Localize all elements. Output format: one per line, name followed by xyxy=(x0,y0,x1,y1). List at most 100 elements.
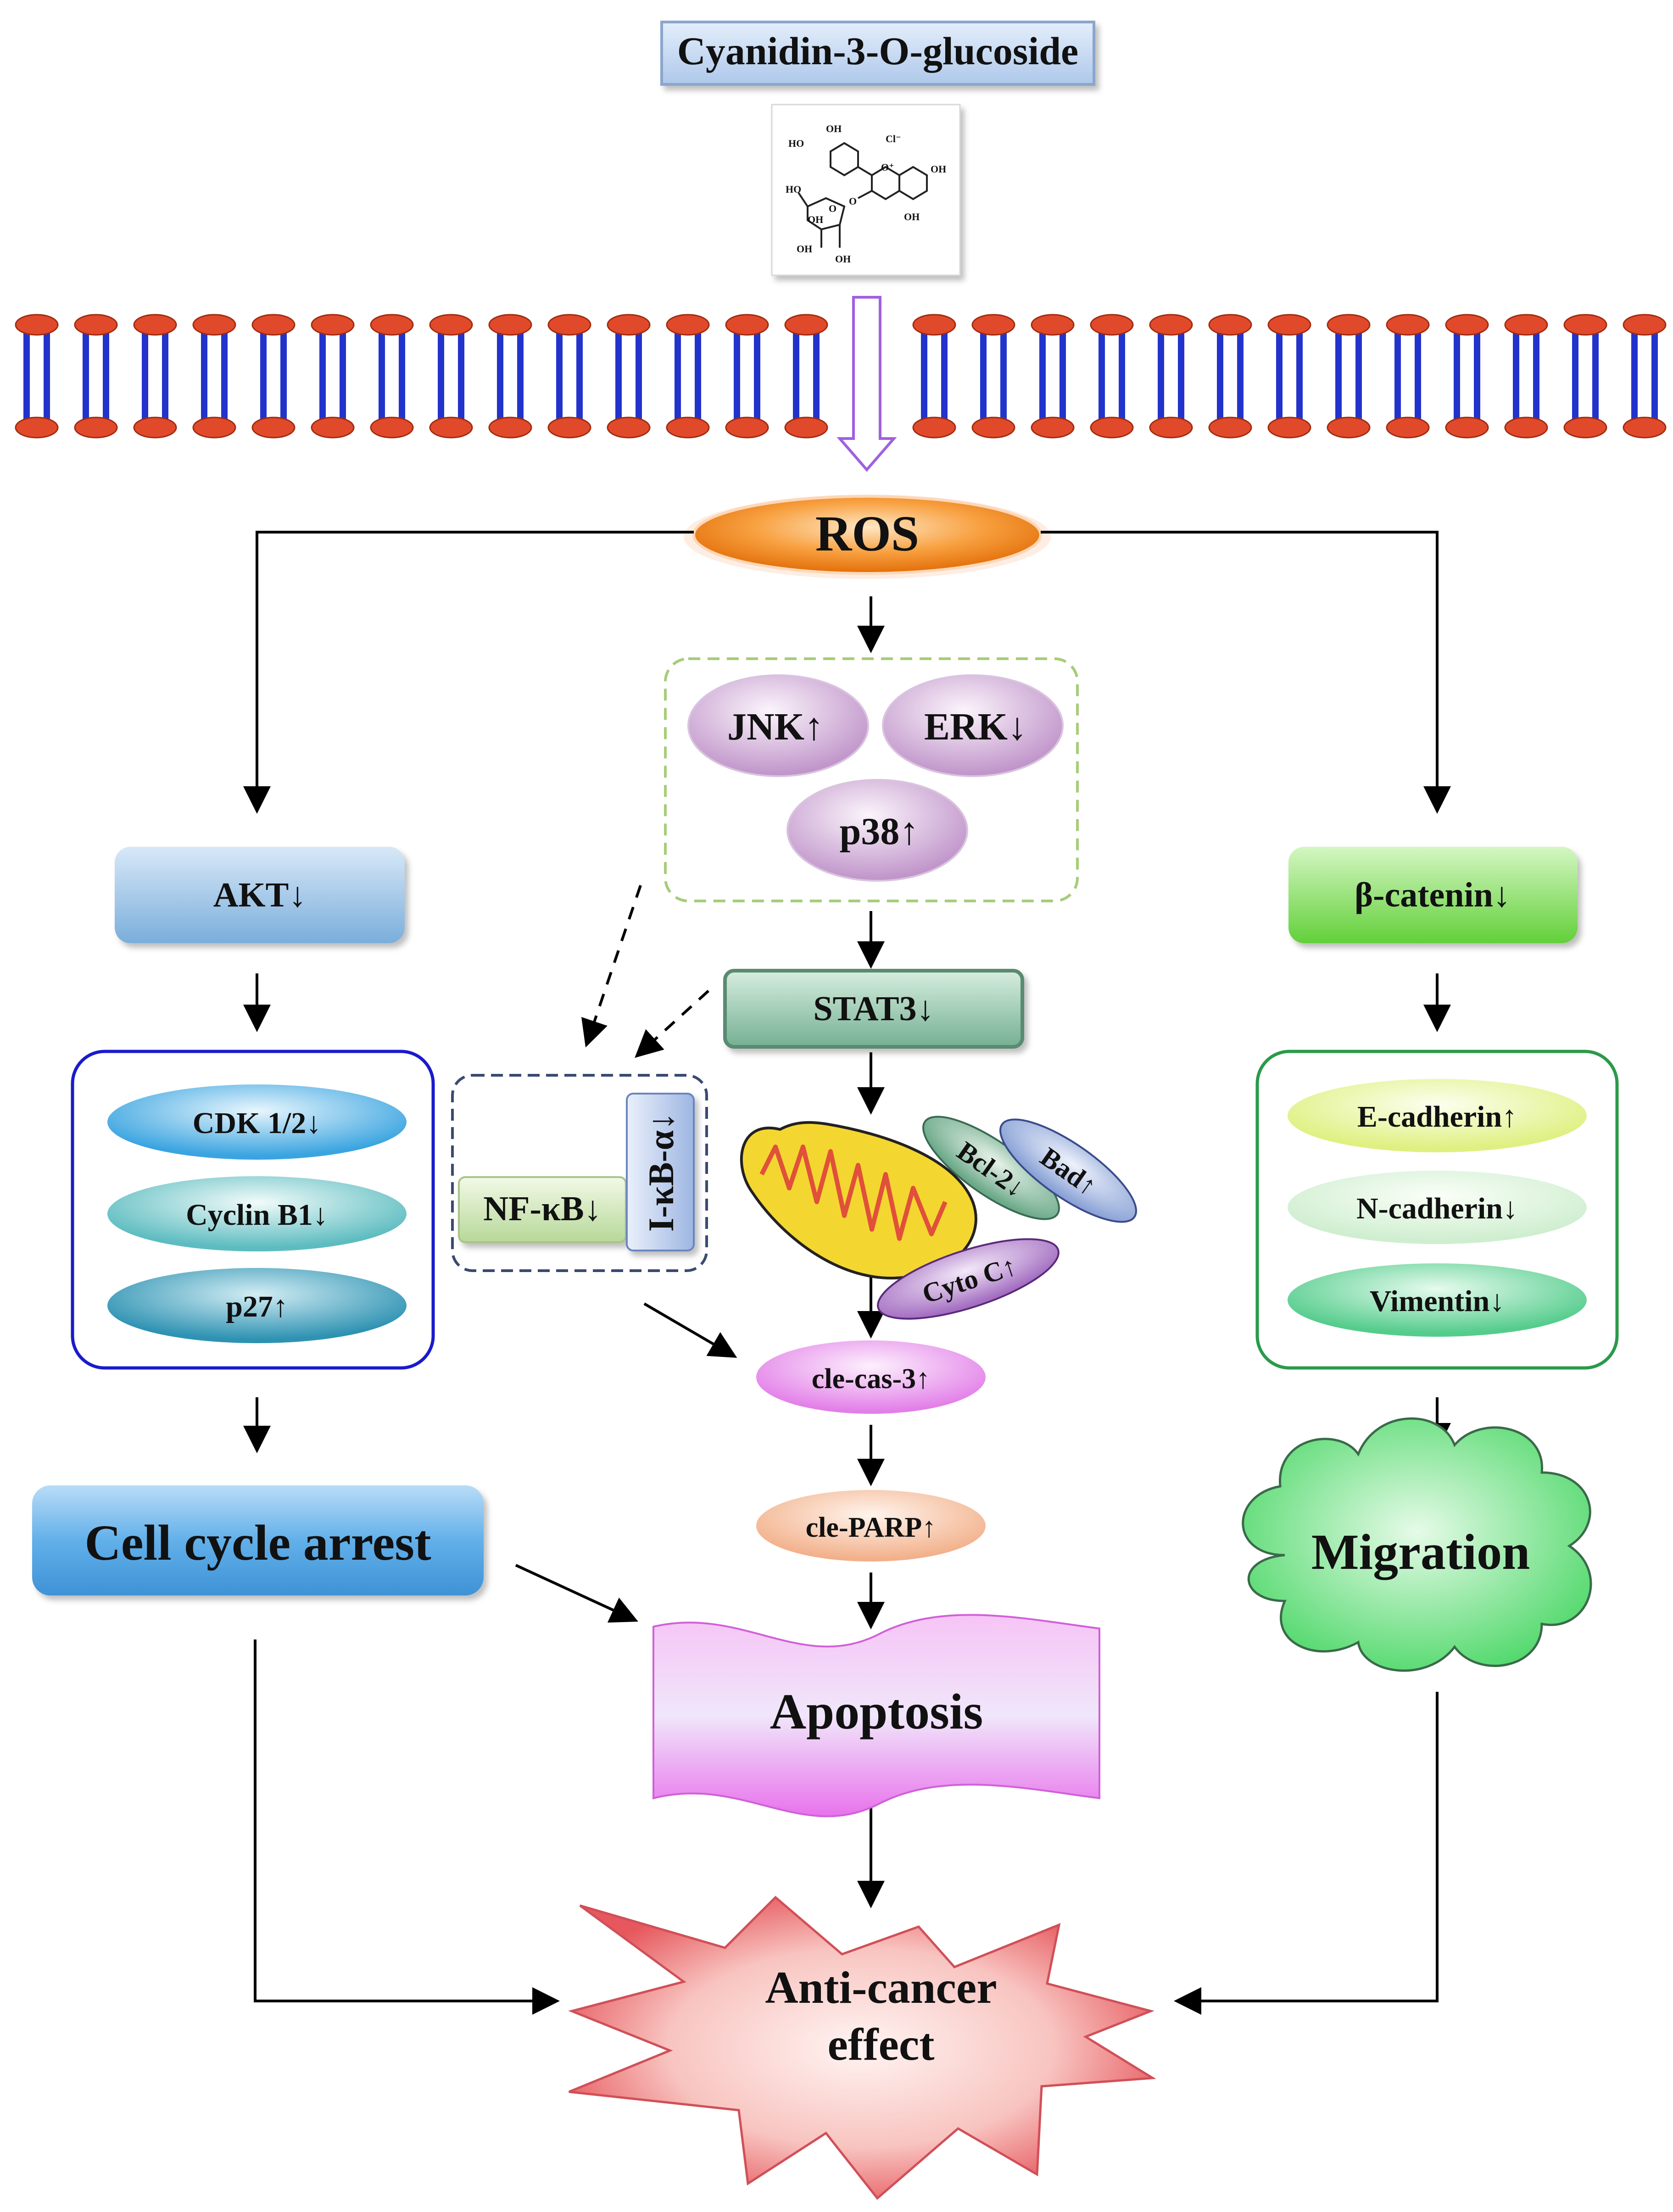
structure-label: O⁺ xyxy=(881,161,894,173)
p38-label: p38 xyxy=(840,810,900,853)
lipid-head xyxy=(666,314,710,336)
lipid-head xyxy=(1386,314,1430,336)
cell-cycle-arrest-node: Cell cycle arrest xyxy=(32,1485,484,1595)
up-arrow-icon: ↑ xyxy=(922,1512,936,1543)
svg-text:CDK 1/2↓: CDK 1/2↓ xyxy=(193,1106,322,1140)
anti-cancer-label-line1: Anti-cancer xyxy=(765,1962,997,2013)
lipid-head xyxy=(311,417,355,439)
lipid-head xyxy=(1090,417,1134,439)
svg-text:E-cadherin↑: E-cadherin↑ xyxy=(1357,1100,1517,1134)
jnk-node: JNK↑ xyxy=(687,674,869,777)
lipid-head xyxy=(1267,314,1311,336)
lipid-molecule xyxy=(311,314,355,439)
lipid-head xyxy=(251,314,296,336)
lipid-head xyxy=(370,417,414,439)
cdk-label: CDK 1/2 xyxy=(193,1106,307,1140)
migration-label: Migration xyxy=(1311,1524,1530,1580)
lipid-head xyxy=(1563,314,1607,336)
up-arrow-icon: ↑ xyxy=(916,1363,930,1395)
nfkb-group: NF-κB↓ I-κB-α↓ xyxy=(451,1074,708,1272)
lipid-head xyxy=(488,417,532,439)
stat3-label: STAT3 xyxy=(813,989,916,1028)
lipid-head xyxy=(1504,314,1548,336)
lipid-molecule xyxy=(1623,314,1667,439)
up-arrow-icon: ↑ xyxy=(1502,1100,1517,1134)
lipid-molecule xyxy=(1208,314,1252,439)
down-arrow-icon: ↓ xyxy=(1503,1192,1518,1225)
lipid-molecule xyxy=(547,314,591,439)
lipid-molecule xyxy=(971,314,1015,439)
mitochondrion-icon xyxy=(740,1121,977,1280)
lipid-head xyxy=(1208,314,1252,336)
structure-label: O xyxy=(849,195,857,207)
lipid-head xyxy=(547,417,591,439)
p27-label: p27 xyxy=(226,1290,273,1323)
apoptosis-node: Apoptosis xyxy=(652,1614,1100,1817)
lipid-head xyxy=(1327,314,1371,336)
ros-node: ROS xyxy=(684,495,1051,579)
lipid-head xyxy=(429,417,473,439)
lipid-head xyxy=(725,314,769,336)
structure-label: OH xyxy=(904,211,920,222)
up-arrow-icon: ↑ xyxy=(899,810,919,853)
down-arrow-icon: ↓ xyxy=(1493,876,1511,914)
lipid-head xyxy=(1208,417,1252,439)
lipid-head xyxy=(488,314,532,336)
svg-text:AKT↓: AKT↓ xyxy=(213,876,307,914)
beta-catenin-label: β-catenin xyxy=(1355,876,1493,914)
vimentin-node: Vimentin↓ xyxy=(1288,1263,1587,1337)
bad-node: Bad↑ xyxy=(999,1118,1137,1223)
svg-text:cle-cas-3↑: cle-cas-3↑ xyxy=(812,1363,930,1395)
mitochondrion-group: Bcl-2↓ Bad↑ Cyto C↑ xyxy=(740,1116,1137,1320)
lipid-molecule xyxy=(1149,314,1193,439)
apoptosis-label: Apoptosis xyxy=(770,1684,983,1740)
lipid-molecule xyxy=(1563,314,1607,439)
structure-label: OH xyxy=(835,253,851,265)
up-arrow-icon: ↑ xyxy=(273,1290,288,1323)
down-arrow-icon: ↓ xyxy=(1489,1284,1505,1318)
lipid-molecule xyxy=(784,314,828,439)
lipid-head xyxy=(1563,417,1607,439)
lipid-molecule xyxy=(429,314,473,439)
lipid-molecule xyxy=(15,314,59,439)
structure-label: OH xyxy=(826,123,842,134)
lipid-molecule xyxy=(1445,314,1489,439)
svg-text:p27↑: p27↑ xyxy=(226,1290,288,1323)
structure-label: HO xyxy=(786,183,801,195)
ros-label: ROS xyxy=(815,506,919,561)
stat3-node: STAT3↓ xyxy=(723,969,1024,1049)
cell-cycle-regulators-box: CDK 1/2↓ Cyclin B1↓ p27↑ xyxy=(71,1050,435,1370)
cell-membrane xyxy=(15,314,1667,439)
structure-label: HO xyxy=(788,138,804,149)
lipid-head xyxy=(133,417,177,439)
up-arrow-icon: ↑ xyxy=(804,706,824,748)
lipid-head xyxy=(1267,417,1311,439)
svg-text:STAT3↓: STAT3↓ xyxy=(813,989,934,1028)
lipid-head xyxy=(1149,314,1193,336)
lipid-molecule xyxy=(1031,314,1075,439)
lipid-head xyxy=(311,314,355,336)
p27-node: p27↑ xyxy=(107,1268,407,1343)
svg-text:JNK↑: JNK↑ xyxy=(727,706,824,748)
lipid-molecule xyxy=(666,314,710,439)
down-arrow-icon: ↓ xyxy=(584,1189,602,1228)
lipid-head xyxy=(912,314,956,336)
lipid-head xyxy=(1149,417,1193,439)
jnk-label: JNK xyxy=(727,706,804,748)
cyto-c-node: Cyto C↑ xyxy=(877,1238,1060,1320)
erk-label: ERK xyxy=(924,706,1008,748)
lipid-head xyxy=(666,417,710,439)
down-arrow-icon: ↓ xyxy=(313,1198,328,1232)
nfkb-node: NF-κB↓ xyxy=(458,1176,627,1243)
lipid-head xyxy=(74,314,118,336)
structure-label: O xyxy=(829,203,836,214)
erk-node: ERK↓ xyxy=(882,674,1064,777)
mapk-group: JNK↑ ERK↓ p38↑ xyxy=(664,657,1079,902)
entry-arrow xyxy=(836,296,897,472)
cell-cycle-arrest-label: Cell cycle arrest xyxy=(84,1515,431,1571)
lipid-molecule xyxy=(251,314,296,439)
p38-node: p38↑ xyxy=(786,779,968,882)
lipid-head xyxy=(133,314,177,336)
lipid-molecule xyxy=(725,314,769,439)
